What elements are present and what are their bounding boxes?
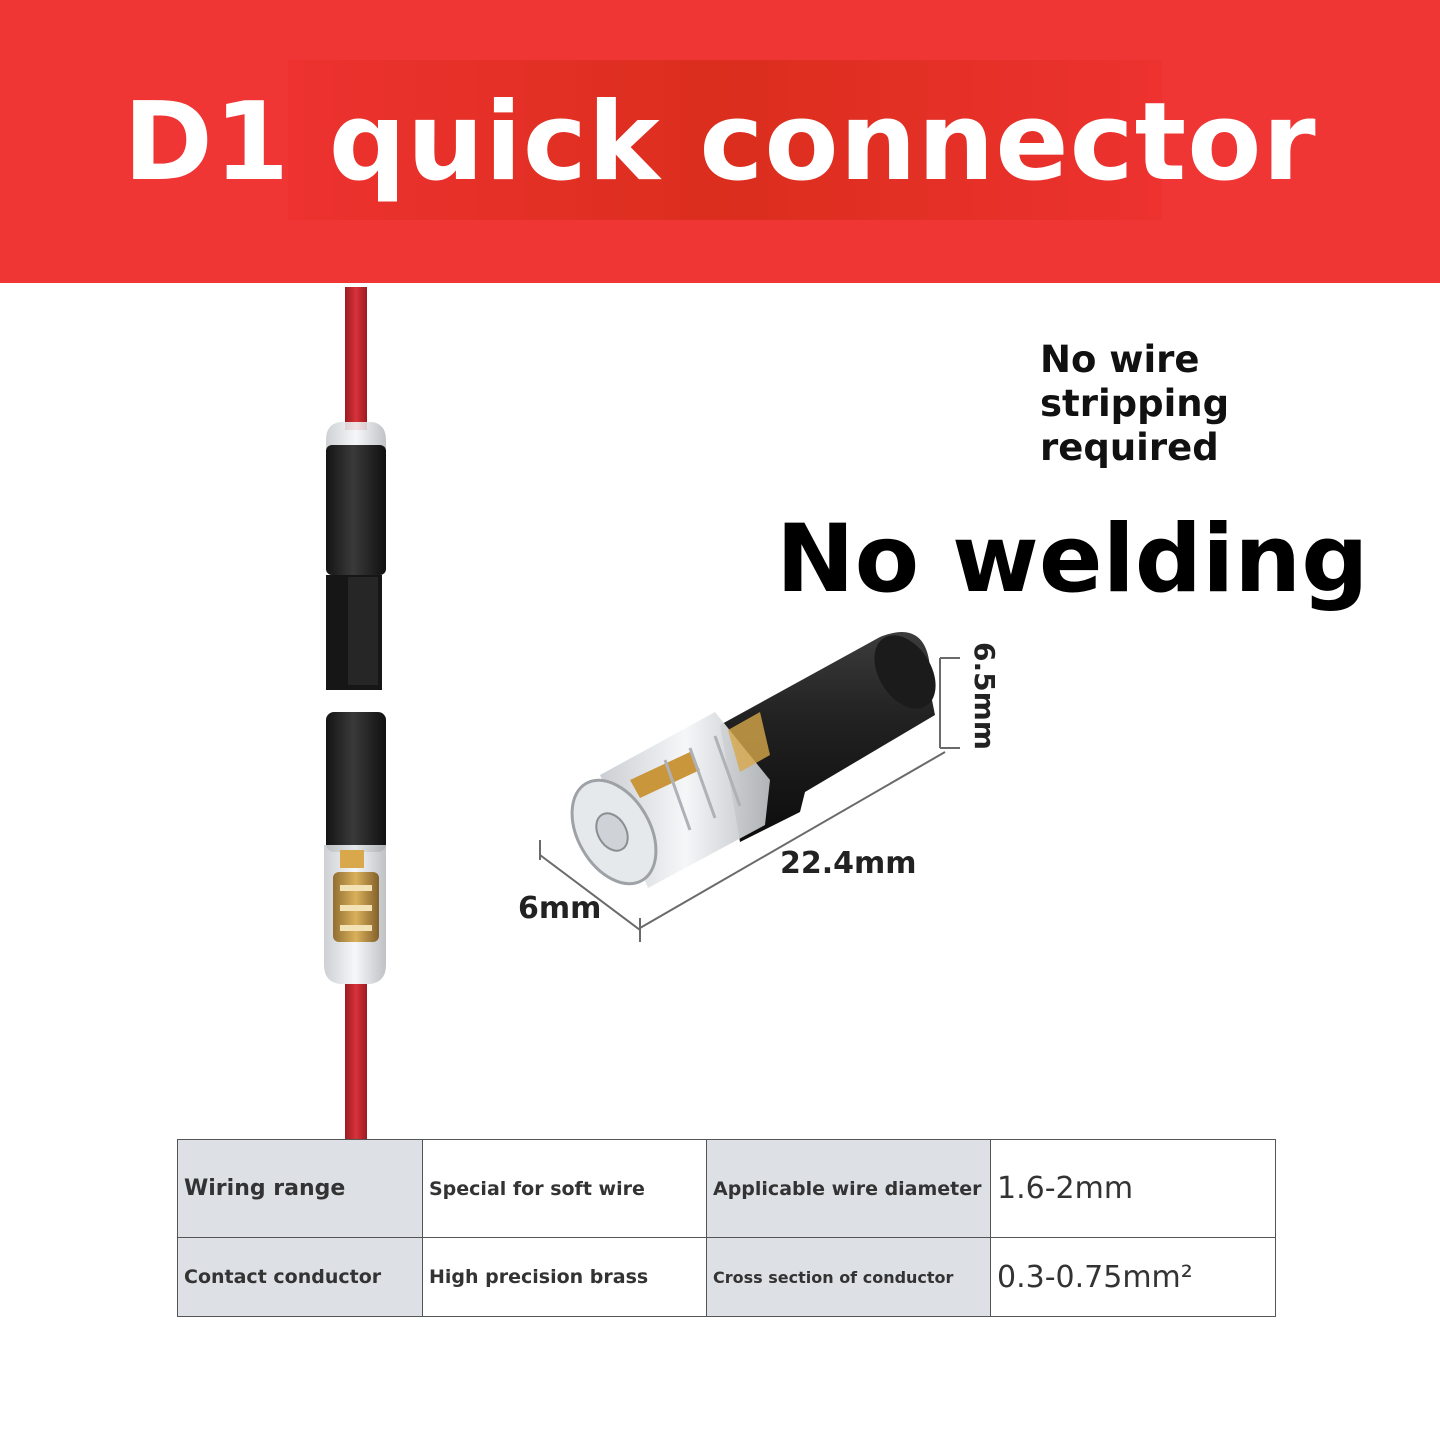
spec-table: Wiring range Special for soft wire Appli… xyxy=(177,1139,1276,1317)
wire-top xyxy=(345,287,367,430)
connector-lower xyxy=(324,712,386,984)
spec-value-wire-diameter: 1.6-2mm xyxy=(990,1139,1276,1238)
feature-no-welding: No welding xyxy=(776,505,1369,614)
dimension-length-label: 22.4mm xyxy=(780,846,917,881)
table-row: Wiring range Special for soft wire Appli… xyxy=(177,1139,1276,1238)
connector-angled xyxy=(570,632,936,888)
dimension-height-label: 6.5mm xyxy=(968,642,1001,750)
spec-value-cross-section: 0.3-0.75mm² xyxy=(990,1237,1276,1317)
spec-label-wiring-range: Wiring range xyxy=(177,1139,423,1238)
dimension-lines xyxy=(539,657,960,942)
connector-upper xyxy=(326,422,386,690)
spec-value-material: High precision brass xyxy=(422,1237,707,1317)
wire-bottom xyxy=(345,984,367,1139)
header-banner xyxy=(0,0,1440,283)
spec-label-contact-conductor: Contact conductor xyxy=(177,1237,423,1317)
spec-label-cross-section: Cross section of conductor xyxy=(706,1237,991,1317)
spec-value-wire-type: Special for soft wire xyxy=(422,1139,707,1238)
table-row: Contact conductor High precision brass C… xyxy=(177,1237,1276,1317)
feature-no-stripping: No wire stripping required xyxy=(1040,338,1230,469)
page-title: D1 quick connector xyxy=(123,80,1317,205)
spec-label-wire-diameter: Applicable wire diameter xyxy=(706,1139,991,1238)
banner-highlight xyxy=(288,60,1162,220)
dimension-diameter-label: 6mm xyxy=(518,891,601,926)
